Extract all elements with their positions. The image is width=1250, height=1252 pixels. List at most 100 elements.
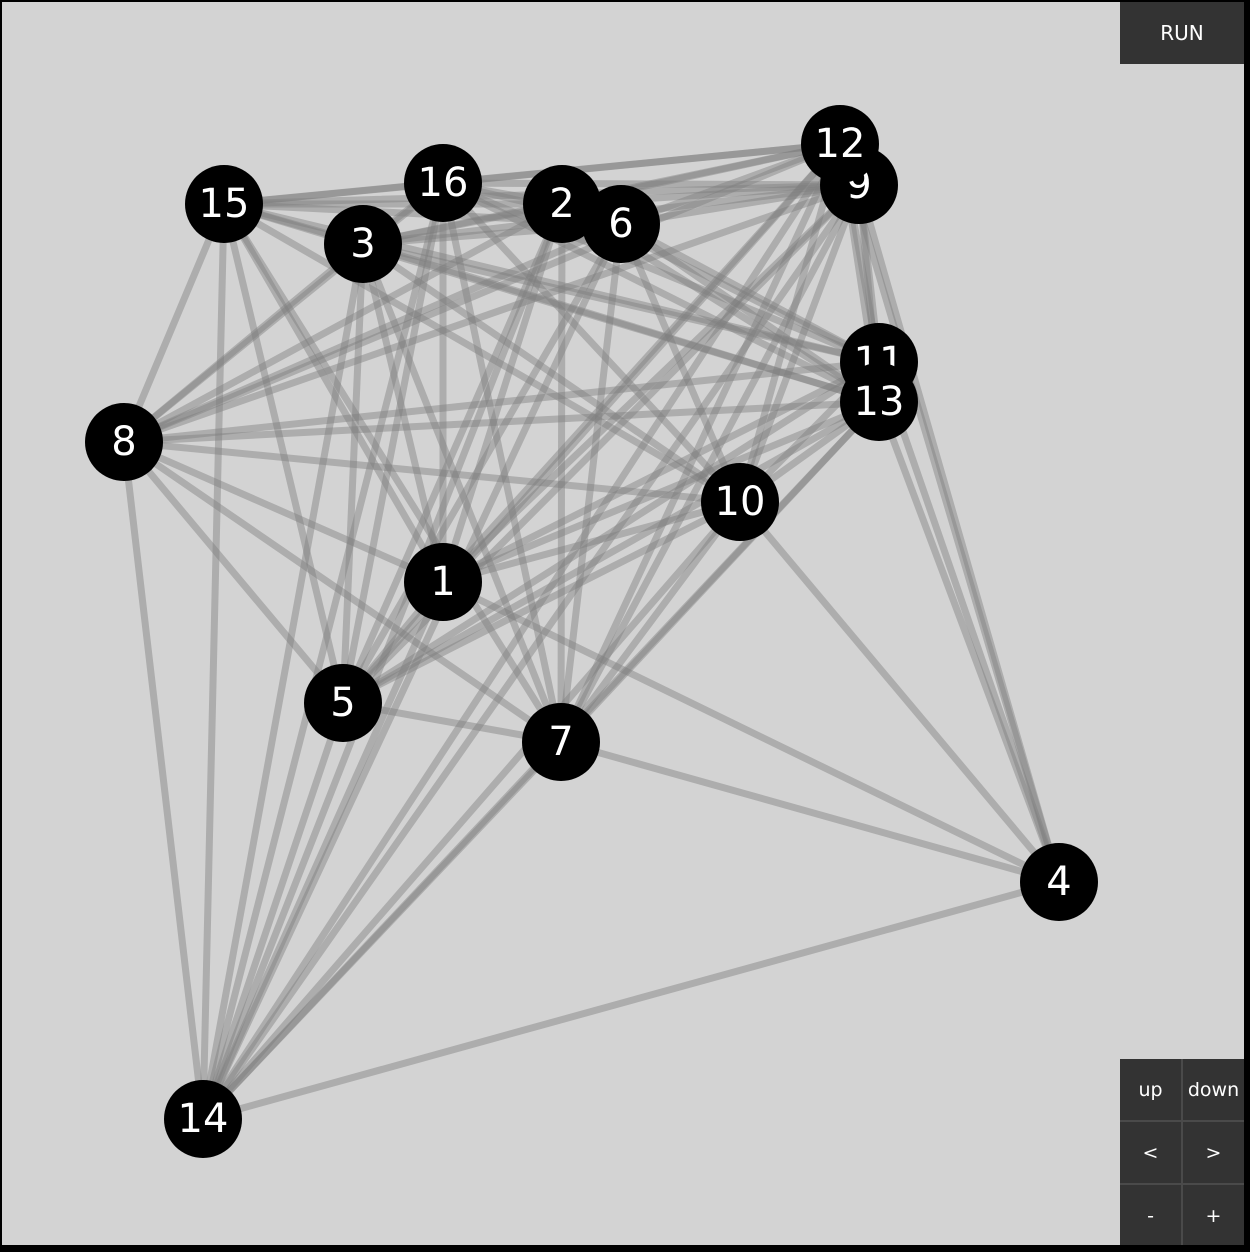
edge-8-13 bbox=[120, 398, 883, 446]
edge-15-5 bbox=[220, 200, 347, 707]
node-4[interactable]: 4 bbox=[1020, 843, 1098, 921]
node-circle[interactable] bbox=[185, 165, 263, 243]
node-circle[interactable] bbox=[304, 664, 382, 742]
edge-1-14 bbox=[199, 578, 447, 1123]
node-15[interactable]: 15 bbox=[185, 165, 263, 243]
edge-15-12 bbox=[220, 140, 844, 208]
edge-6-13 bbox=[617, 220, 883, 406]
edge-11-1 bbox=[439, 358, 883, 586]
node-circle[interactable] bbox=[404, 543, 482, 621]
edge-8-6 bbox=[120, 220, 625, 446]
edge-6-14 bbox=[199, 220, 625, 1123]
edge-13-7 bbox=[557, 398, 883, 746]
edge-6-5 bbox=[339, 220, 625, 707]
edge-6-10 bbox=[617, 220, 744, 506]
edge-15-1 bbox=[220, 200, 447, 586]
node-circle[interactable] bbox=[404, 144, 482, 222]
edge-2-14 bbox=[199, 200, 566, 1123]
edge-16-12 bbox=[439, 140, 844, 187]
edge-7-14 bbox=[199, 738, 565, 1123]
edge-6-11 bbox=[617, 220, 883, 366]
zoom-in-button[interactable]: + bbox=[1183, 1185, 1244, 1245]
edge-6-9 bbox=[617, 181, 863, 228]
edge-15-7 bbox=[220, 200, 565, 746]
edge-9-1 bbox=[439, 181, 863, 586]
node-circle[interactable] bbox=[701, 463, 779, 541]
edge-15-10 bbox=[220, 200, 744, 506]
node-3[interactable]: 3 bbox=[324, 205, 402, 283]
node-circle[interactable] bbox=[164, 1080, 242, 1158]
node-1[interactable]: 1 bbox=[404, 543, 482, 621]
node-label: 12 bbox=[815, 121, 866, 167]
node-5[interactable]: 5 bbox=[304, 664, 382, 742]
node-circle[interactable] bbox=[801, 105, 879, 183]
edge-8-12 bbox=[120, 140, 844, 446]
edge-3-1 bbox=[359, 240, 447, 586]
pan-left-button[interactable]: < bbox=[1120, 1122, 1181, 1183]
control-pad: up down < > - + bbox=[1120, 1059, 1244, 1245]
edge-12-10 bbox=[736, 140, 844, 506]
node-2[interactable]: 2 bbox=[523, 165, 601, 243]
edge-7-4 bbox=[557, 738, 1063, 886]
edge-10-1 bbox=[439, 498, 744, 586]
edge-8-3 bbox=[120, 240, 367, 446]
node-10[interactable]: 10 bbox=[701, 463, 779, 541]
edge-3-14 bbox=[199, 240, 367, 1123]
pan-right-button[interactable]: > bbox=[1183, 1122, 1244, 1183]
edge-8-11 bbox=[120, 358, 883, 446]
edge-2-1 bbox=[439, 200, 566, 586]
edge-15-14 bbox=[199, 200, 228, 1123]
edge-9-10 bbox=[736, 181, 863, 506]
node-label: 6 bbox=[608, 201, 633, 247]
edge-12-7 bbox=[557, 140, 844, 746]
node-circle[interactable] bbox=[523, 165, 601, 243]
node-label: 16 bbox=[418, 160, 469, 206]
edge-16-9 bbox=[439, 179, 863, 189]
edge-8-15 bbox=[120, 200, 228, 446]
edge-16-11 bbox=[439, 179, 883, 366]
edge-9-7 bbox=[557, 181, 863, 746]
node-circle[interactable] bbox=[85, 403, 163, 481]
node-8[interactable]: 8 bbox=[85, 403, 163, 481]
edge-3-11 bbox=[359, 240, 883, 366]
pan-up-button[interactable]: up bbox=[1120, 1059, 1181, 1120]
edge-3-10 bbox=[359, 240, 744, 506]
edge-10-4 bbox=[736, 498, 1063, 886]
node-circle[interactable] bbox=[840, 363, 918, 441]
node-circle[interactable] bbox=[1020, 843, 1098, 921]
edge-14-4 bbox=[199, 878, 1063, 1123]
edge-8-2 bbox=[120, 200, 566, 446]
node-16[interactable]: 16 bbox=[404, 144, 482, 222]
edge-8-7 bbox=[120, 438, 565, 746]
node-label: 8 bbox=[111, 419, 136, 465]
edge-16-13 bbox=[439, 179, 883, 406]
node-label: 14 bbox=[178, 1096, 229, 1142]
node-circle[interactable] bbox=[522, 703, 600, 781]
pan-down-button[interactable]: down bbox=[1183, 1059, 1244, 1120]
node-circle[interactable] bbox=[582, 185, 660, 263]
edge-16-5 bbox=[339, 179, 447, 707]
edge-13-5 bbox=[339, 398, 883, 707]
node-label: 5 bbox=[330, 680, 355, 726]
edge-3-13 bbox=[359, 240, 883, 406]
node-label: 4 bbox=[1046, 859, 1071, 905]
edge-2-5 bbox=[339, 200, 566, 707]
run-button[interactable]: RUN bbox=[1120, 2, 1244, 64]
edge-10-7 bbox=[557, 498, 744, 746]
node-13[interactable]: 13 bbox=[840, 363, 918, 441]
edge-1-4 bbox=[439, 578, 1063, 886]
edge-12-14 bbox=[199, 140, 844, 1123]
edge-5-14 bbox=[199, 699, 347, 1123]
node-12[interactable]: 12 bbox=[801, 105, 879, 183]
zoom-out-button[interactable]: - bbox=[1120, 1185, 1181, 1245]
edge-9-4 bbox=[855, 181, 1063, 886]
node-14[interactable]: 14 bbox=[164, 1080, 242, 1158]
edge-3-5 bbox=[339, 240, 367, 707]
edge-13-4 bbox=[875, 398, 1063, 886]
node-6[interactable]: 6 bbox=[582, 185, 660, 263]
node-circle[interactable] bbox=[324, 205, 402, 283]
node-7[interactable]: 7 bbox=[522, 703, 600, 781]
edge-16-7 bbox=[439, 179, 565, 746]
